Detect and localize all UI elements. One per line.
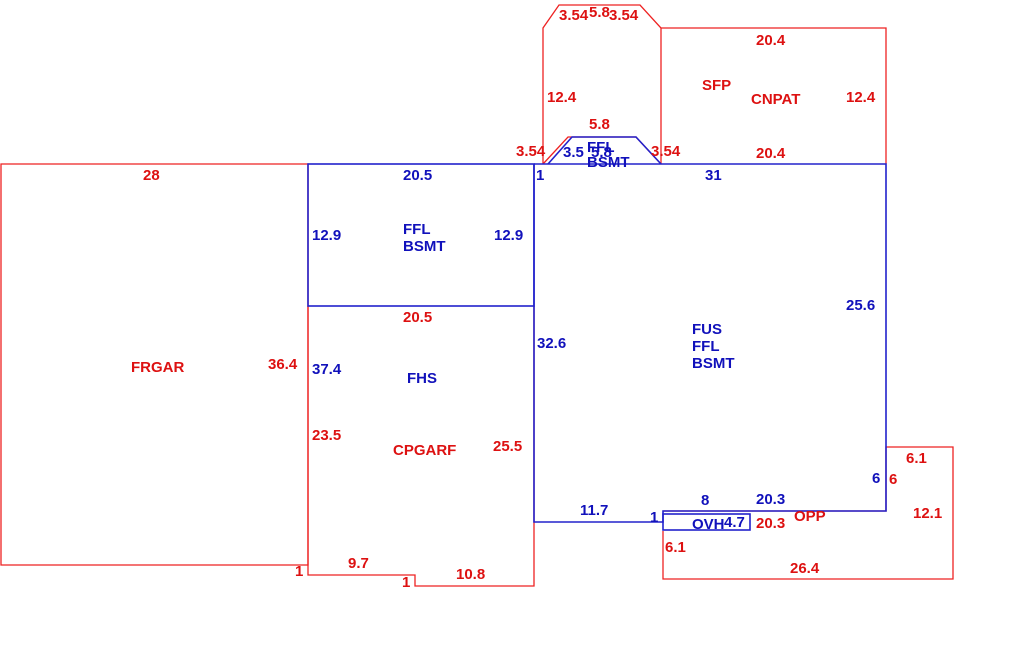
bsmt-left-label: BSMT [403, 238, 446, 255]
opp-label: OPP [794, 508, 826, 525]
dim-ffl-left-right: 12.9 [494, 227, 523, 244]
dim-opp-left: 6.1 [665, 539, 686, 556]
fhs-label: FHS [407, 370, 437, 387]
fus-label: FUS [692, 321, 722, 338]
dim-main-jog: 1 [650, 509, 658, 526]
dim-bay-inner-left: 3.5 [563, 144, 584, 161]
dim-cpgarf-jog-b: 1 [402, 574, 410, 591]
dim-cpgarf-left: 23.5 [312, 427, 341, 444]
dim-ffl-left-top: 20.5 [403, 167, 432, 184]
dim-main-bottom-right: 20.3 [756, 491, 785, 508]
dim-sfp-cap-top: 5.8 [589, 4, 610, 21]
ovh-outline [662, 513, 751, 531]
frgar-label: FRGAR [131, 359, 184, 376]
dim-opp-step: 6 [889, 471, 897, 488]
dim-cnpat-top: 20.4 [756, 32, 786, 49]
dim-main-left: 32.6 [537, 335, 566, 352]
dim-ffl-left-left: 12.9 [312, 227, 341, 244]
dim-frgar-right: 36.4 [268, 356, 298, 373]
bay-bsmt-label: BSMT [587, 154, 630, 171]
dim-main-bottom: 11.7 [580, 502, 608, 519]
dim-main-ovh-top: 8 [701, 492, 709, 509]
main-house-outline [533, 163, 887, 523]
dim-sfp-cap-right: 3.54 [609, 7, 639, 24]
dim-frgar-top: 28 [143, 167, 160, 184]
dim-cnpat-right: 12.4 [846, 89, 876, 106]
dim-opp-bottom: 26.4 [790, 560, 820, 577]
dim-sfp-cap-left: 3.54 [559, 7, 589, 24]
dim-bay-left: 3.54 [516, 143, 546, 160]
ffl-main-label: FFL [692, 338, 720, 355]
dim-ovh-right: 4.7 [724, 514, 745, 531]
dim-fhs-left: 37.4 [312, 361, 342, 378]
dim-main-step: 6 [872, 470, 880, 487]
dim-main-top: 31 [705, 167, 722, 184]
dim-main-right: 25.6 [846, 297, 875, 314]
dim-cpgarf-jog-a: 1 [295, 563, 303, 580]
dim-opp-top-right: 6.1 [906, 450, 927, 467]
cnpat-label: CNPAT [751, 91, 800, 108]
dim-cpgarf-bottom-b: 10.8 [456, 566, 485, 583]
dim-cnpat-bottom: 20.4 [756, 145, 786, 162]
dim-opp-right: 12.1 [913, 505, 942, 522]
cpgarf-label: CPGARF [393, 442, 456, 459]
dim-sfp-left: 12.4 [547, 89, 577, 106]
bsmt-main-label: BSMT [692, 355, 735, 372]
dim-cpgarf-bottom-a: 9.7 [348, 555, 369, 572]
ffl-left-label: FFL [403, 221, 431, 238]
dim-cpgarf-right: 25.5 [493, 438, 522, 455]
cnpat-outline [661, 27, 887, 164]
dim-bay-right: 3.54 [651, 143, 681, 160]
cpgarf-outline [307, 306, 535, 587]
dim-bay-inner-top: 5.8 [591, 144, 612, 161]
bay-blue-outline [547, 136, 662, 165]
dim-opp-top: 20.3 [756, 515, 785, 532]
ovh-label: OVH [692, 516, 725, 533]
dim-main-jog-top: 1 [536, 167, 544, 184]
dim-fhs-top: 20.5 [403, 309, 432, 326]
sfp-label: SFP [702, 77, 731, 94]
bay-ffl-label: FFL [587, 139, 615, 156]
sfp-outline [542, 4, 662, 164]
dim-bay-top: 5.8 [589, 116, 610, 133]
